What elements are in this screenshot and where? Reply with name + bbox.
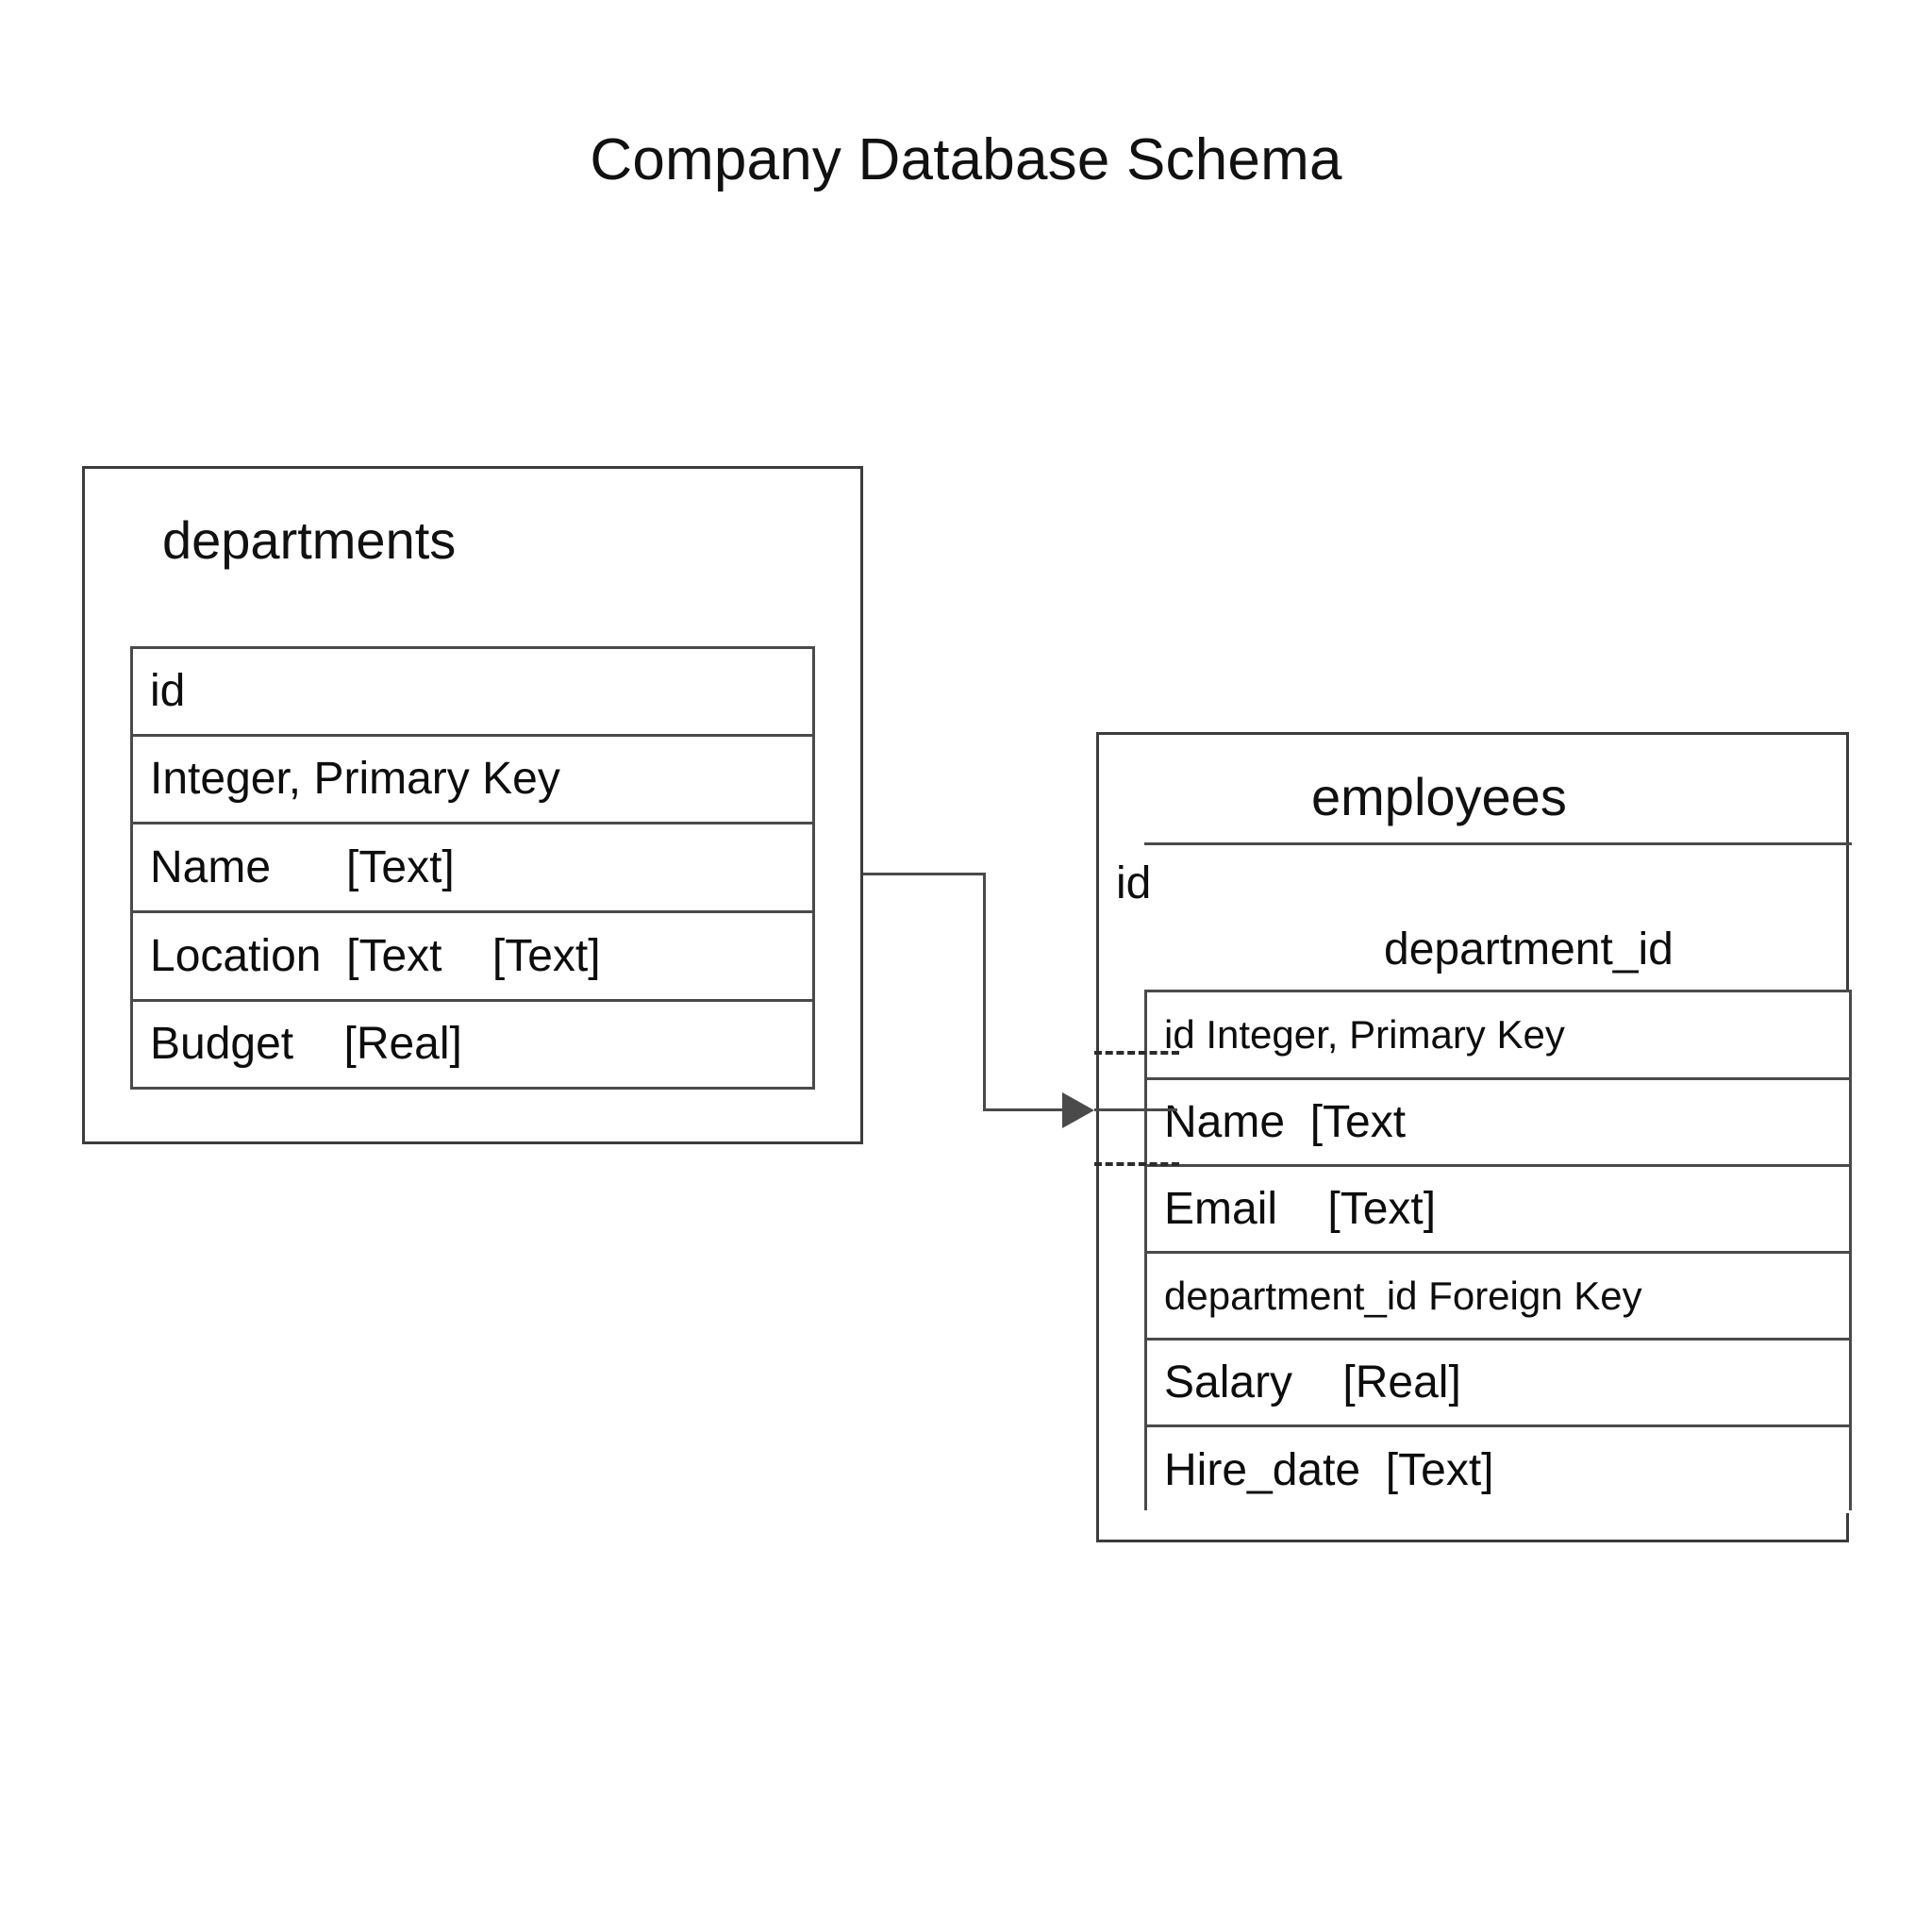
table-row[interactable]: id Integer, Primary Key bbox=[1147, 992, 1849, 1080]
field-label: Hire_date [Text] bbox=[1164, 1444, 1494, 1495]
relationship-segment-top-horizontal bbox=[863, 873, 986, 875]
field-label: id Integer, Primary Key bbox=[1164, 1012, 1565, 1057]
entity-employees[interactable]: employees id department_id id Integer, P… bbox=[1096, 732, 1852, 1542]
entity-departments-fields: id Integer, Primary Key Name [Text] Loca… bbox=[130, 646, 815, 1090]
field-label: Integer, Primary Key bbox=[150, 754, 560, 804]
entity-employees-header-department-id: department_id bbox=[1384, 924, 1674, 974]
table-row[interactable]: id bbox=[133, 649, 812, 737]
field-label: Location [Text [Text] bbox=[150, 930, 601, 981]
relationship-entry-stub bbox=[1094, 1108, 1177, 1111]
table-row[interactable]: Salary [Real] bbox=[1147, 1341, 1849, 1427]
relationship-segment-bottom-horizontal bbox=[983, 1108, 1064, 1111]
field-label: Salary [Real] bbox=[1164, 1357, 1461, 1407]
relationship-arrow-icon bbox=[1062, 1092, 1094, 1128]
relationship-dashed-guide-upper bbox=[1094, 1051, 1179, 1055]
table-row[interactable]: department_id Foreign Key bbox=[1147, 1254, 1849, 1341]
entity-departments-title: departments bbox=[162, 510, 457, 570]
field-label: Name [Text] bbox=[150, 841, 455, 892]
table-row[interactable]: Hire_date [Text] bbox=[1147, 1427, 1849, 1513]
table-row[interactable]: Name [Text] bbox=[133, 824, 812, 913]
entity-employees-title-rule bbox=[1144, 842, 1852, 845]
table-row[interactable]: Integer, Primary Key bbox=[133, 737, 812, 824]
relationship-dashed-guide-lower bbox=[1094, 1162, 1179, 1166]
field-label: Email [Text] bbox=[1164, 1183, 1437, 1234]
entity-employees-fields: id Integer, Primary Key Name [Text Email… bbox=[1144, 990, 1852, 1513]
field-label: Budget [Real] bbox=[150, 1019, 462, 1069]
page-title: Company Database Schema bbox=[590, 127, 1342, 192]
table-row[interactable]: Name [Text bbox=[1147, 1080, 1849, 1167]
entity-employees-header-id: id bbox=[1116, 858, 1152, 908]
table-row[interactable]: Email [Text] bbox=[1147, 1167, 1849, 1254]
field-label: Name [Text bbox=[1164, 1096, 1407, 1147]
field-label: department_id Foreign Key bbox=[1164, 1273, 1642, 1318]
field-label: id bbox=[150, 666, 186, 716]
entity-employees-title: employees bbox=[1311, 767, 1567, 826]
table-row[interactable]: Budget [Real] bbox=[133, 1002, 812, 1087]
table-row[interactable]: Location [Text [Text] bbox=[133, 913, 812, 1002]
entity-departments[interactable]: departments id Integer, Primary Key Name… bbox=[82, 466, 863, 1144]
relationship-segment-vertical bbox=[983, 873, 986, 1110]
